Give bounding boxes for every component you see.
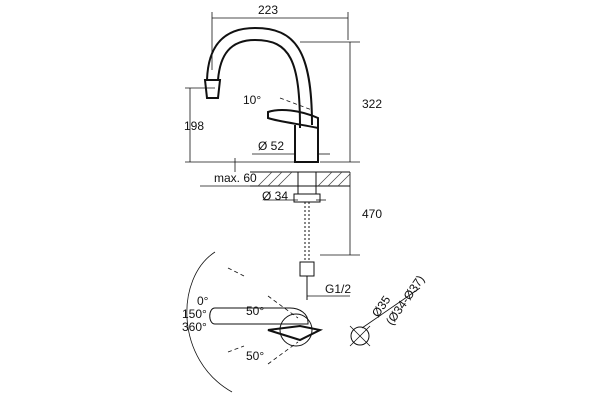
label-rotation-360: 360°	[182, 320, 207, 334]
mount-hole-leader	[361, 287, 421, 329]
lever-angle-guide	[279, 97, 313, 111]
label-height-total: 322	[362, 97, 382, 111]
faucet-outline	[203, 26, 351, 300]
spout-outer	[217, 38, 301, 129]
dimension-lines	[185, 12, 360, 297]
top-view-lever	[267, 324, 324, 342]
top-view	[186, 251, 421, 393]
label-rotation-150: 150°	[182, 307, 207, 321]
lever-swing-bottom	[267, 341, 299, 365]
faucet-body	[294, 125, 319, 163]
label-spout-angle: 10°	[243, 93, 261, 107]
lever-swing-top	[267, 295, 299, 319]
mount-hole-diag-2	[349, 325, 371, 347]
label-max-thickness: max. 60	[214, 171, 257, 185]
label-handle-angle-upper: 50°	[246, 304, 264, 318]
label-hose-length: 470	[362, 207, 382, 221]
label-body-diameter: Ø 52	[258, 139, 284, 153]
spout-tip	[203, 79, 222, 99]
label-handle-angle-lower: 50°	[246, 349, 264, 363]
rotation-arc	[186, 251, 233, 393]
rotation-marker-bottom	[227, 345, 245, 353]
top-view-spout	[209, 307, 309, 325]
label-rotation-0: 0°	[197, 294, 209, 308]
label-hole-diameter: Ø 34	[262, 189, 288, 203]
label-spout-height: 198	[184, 119, 204, 133]
mounting-shank	[297, 171, 317, 195]
rotation-marker-top	[227, 267, 245, 277]
hose-connector	[299, 261, 315, 277]
top-view-body	[279, 313, 313, 347]
worktop-hatch	[257, 171, 351, 187]
label-thread: G1/2	[325, 282, 351, 296]
lever-handle	[267, 109, 319, 130]
mounting-nut	[293, 193, 321, 203]
mount-hole-circle	[350, 326, 370, 346]
label-spout-reach: 223	[258, 3, 278, 17]
